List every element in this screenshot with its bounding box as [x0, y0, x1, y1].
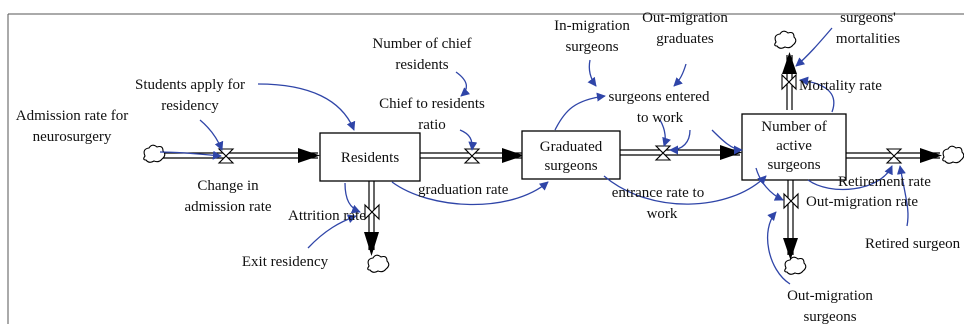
entrance-label-1: entrance rate to	[612, 185, 704, 201]
labels: Residents Graduated surgeons Number of a…	[16, 10, 961, 324]
out-migration-rate-label: Out-migration rate	[806, 194, 918, 210]
influence-links	[159, 27, 909, 285]
valve-change-admission	[217, 148, 235, 164]
admission-rate-label-1: Admission rate for	[16, 108, 128, 124]
cloud-attrition-icon	[367, 254, 390, 273]
graduation-label: graduation rate	[418, 182, 509, 198]
surgeons-entered-label-1: surgeons entered	[609, 89, 710, 105]
stock-active-surgeons	[741, 113, 847, 181]
valve-attrition	[364, 203, 380, 221]
admission-rate-label-2: neurosurgery	[33, 129, 112, 145]
entrance-label-2: work	[647, 206, 678, 222]
stock-residents	[319, 132, 421, 182]
chief-ratio-label-1: Chief to residents	[379, 96, 485, 112]
graduated-label-1: Graduated	[540, 139, 603, 155]
surgeons-mortalities-label-2: mortalities	[836, 31, 900, 47]
out-migration-surgeons-label-1: Out-migration	[787, 288, 873, 304]
valve-entrance	[654, 145, 672, 161]
retired-surgeon-label: Retired surgeon	[865, 236, 961, 252]
valve-mortality	[781, 73, 797, 91]
number-chief-label-1: Number of chief	[372, 36, 471, 52]
students-apply-label-1: Students apply for	[135, 77, 245, 93]
graduated-label-2: surgeons	[544, 158, 597, 174]
exit-residency-label: Exit residency	[242, 254, 329, 270]
attrition-label: Attrition rate	[288, 208, 366, 224]
chief-ratio-label-2: ratio	[418, 117, 446, 133]
out-migration-grads-label-1: Out-migration	[642, 10, 728, 26]
active-label-2: active	[776, 138, 812, 154]
residents-label: Residents	[341, 150, 399, 166]
cloud-mortality-icon	[774, 30, 797, 49]
number-chief-label-2: residents	[395, 57, 448, 73]
mortality-label: Mortality rate	[799, 78, 882, 94]
active-label-1: Number of	[761, 119, 826, 135]
out-migration-surgeons-label-2: surgeons	[803, 309, 856, 324]
valve-graduation	[463, 148, 481, 164]
change-admission-label-1: Change in	[197, 178, 259, 194]
valve-out-migration	[783, 192, 799, 210]
students-apply-label-2: residency	[161, 98, 219, 114]
retirement-label: Retirement rate	[838, 174, 931, 190]
surgeons-mortalities-label-1: surgeons'	[840, 10, 896, 26]
out-migration-grads-label-2: graduates	[656, 31, 714, 47]
cloud-out-migration-icon	[784, 256, 807, 275]
cloud-source-icon	[143, 144, 166, 163]
change-admission-label-2: admission rate	[184, 199, 271, 215]
surgeons-entered-label-2: to work	[637, 110, 684, 126]
active-label-3: surgeons	[767, 157, 820, 173]
clouds	[143, 30, 964, 275]
stock-graduated-surgeons	[521, 130, 621, 180]
valve-retirement	[885, 148, 903, 164]
cloud-retirement-icon	[942, 145, 964, 164]
in-migration-label-1: In-migration	[554, 18, 630, 34]
in-migration-label-2: surgeons	[565, 39, 618, 55]
valves	[217, 73, 903, 221]
